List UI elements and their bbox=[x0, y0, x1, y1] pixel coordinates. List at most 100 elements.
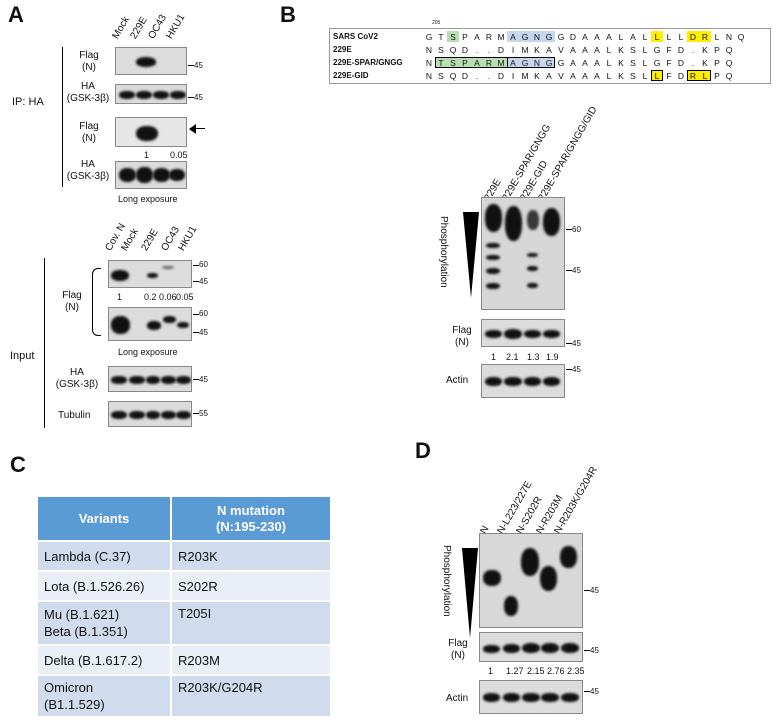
amino-acid: Q bbox=[725, 71, 733, 81]
table-row: Lota (B.1.526.26) S202R bbox=[38, 571, 332, 602]
highlight bbox=[507, 31, 555, 42]
blot-ip-flag bbox=[115, 47, 187, 75]
quant-value: 1 bbox=[144, 150, 150, 160]
blot-input-ha bbox=[108, 366, 192, 392]
amino-acid: A bbox=[546, 45, 552, 55]
amino-acid: L bbox=[642, 45, 648, 55]
row-label-ha: HA (GSK-3β) bbox=[66, 159, 110, 182]
mw-label: 45 bbox=[590, 586, 599, 595]
quant-value: 2.1 bbox=[506, 352, 519, 362]
amino-acid: K bbox=[702, 58, 708, 68]
amino-acid: P bbox=[714, 71, 720, 81]
amino-acid: R bbox=[485, 32, 493, 42]
seq-name: 229E-GID bbox=[333, 71, 369, 80]
band bbox=[177, 322, 189, 328]
amino-acid: L bbox=[678, 32, 684, 42]
mw-label: 45 bbox=[199, 328, 208, 337]
table-cell: R203K bbox=[171, 541, 332, 572]
amino-acid: T bbox=[438, 32, 444, 42]
amino-acid: L bbox=[606, 71, 612, 81]
amino-acid: Q bbox=[725, 58, 733, 68]
band bbox=[485, 204, 502, 232]
quant-value: 2.76 bbox=[547, 666, 565, 676]
input-bracket bbox=[44, 258, 45, 428]
amino-acid: N bbox=[425, 71, 433, 81]
quant-value: 0.06 bbox=[159, 292, 177, 302]
quant-value: 1 bbox=[488, 666, 494, 676]
amino-acid: G bbox=[557, 32, 565, 42]
amino-acid: L bbox=[714, 32, 720, 42]
amino-acid: S bbox=[630, 45, 636, 55]
amino-acid: G bbox=[521, 32, 529, 42]
table-cell: Delta (B.1.617.2) bbox=[38, 645, 172, 676]
blot-d-phospho bbox=[479, 533, 583, 628]
mw-label: 45 bbox=[194, 93, 203, 102]
amino-acid: D bbox=[677, 71, 685, 81]
amino-acid: S bbox=[450, 32, 456, 42]
mw-label: 45 bbox=[572, 266, 581, 275]
band bbox=[504, 596, 518, 616]
amino-acid: A bbox=[594, 58, 600, 68]
amino-acid: P bbox=[714, 45, 720, 55]
blot-input-tubulin bbox=[108, 401, 192, 427]
mw-label: 45 bbox=[194, 61, 203, 70]
row-label-flag: Flag (N) bbox=[79, 121, 99, 144]
highlight-box bbox=[507, 57, 555, 68]
row-label-flag: Flag (N) bbox=[452, 325, 472, 348]
row-label-flag: Flag (N) bbox=[62, 290, 82, 313]
mw-label: 45 bbox=[590, 687, 599, 696]
amino-acid: V bbox=[558, 71, 564, 81]
mw-tick bbox=[566, 343, 572, 344]
band bbox=[504, 377, 522, 386]
band bbox=[153, 168, 170, 182]
amino-acid: R bbox=[485, 58, 493, 68]
band bbox=[486, 283, 500, 289]
blot-b-flag bbox=[481, 319, 565, 347]
amino-acid: . bbox=[487, 45, 491, 55]
mw-label: 45 bbox=[590, 646, 599, 655]
mw-tick bbox=[584, 590, 590, 591]
mw-tick bbox=[193, 265, 199, 266]
seq-name: 229E bbox=[333, 45, 352, 54]
band bbox=[129, 376, 145, 384]
quant-value: 2.15 bbox=[527, 666, 545, 676]
amino-acid: L bbox=[642, 32, 648, 42]
band bbox=[163, 316, 176, 323]
row-label-tubulin: Tubulin bbox=[58, 410, 91, 421]
highlight-box bbox=[651, 70, 663, 81]
amino-acid: A bbox=[570, 58, 576, 68]
amino-acid: V bbox=[558, 45, 564, 55]
band bbox=[119, 168, 136, 182]
band bbox=[486, 243, 500, 248]
band bbox=[486, 268, 500, 274]
band bbox=[136, 167, 153, 183]
band bbox=[560, 546, 577, 568]
amino-acid: F bbox=[666, 71, 672, 81]
variants-table: Variants N mutation (N:195-230) Lambda (… bbox=[38, 497, 332, 718]
amino-acid: L bbox=[654, 71, 660, 81]
input-label: Input bbox=[10, 350, 35, 362]
blot-b-phospho bbox=[481, 197, 565, 310]
amino-acid: L bbox=[642, 58, 648, 68]
ip-label: IP: HA bbox=[12, 96, 44, 108]
amino-acid: K bbox=[534, 45, 540, 55]
band bbox=[161, 411, 176, 419]
amino-acid: D bbox=[677, 45, 685, 55]
band bbox=[146, 411, 160, 419]
amino-acid: L bbox=[606, 45, 612, 55]
band bbox=[170, 91, 186, 99]
amino-acid: S bbox=[630, 58, 636, 68]
amino-acid: G bbox=[545, 32, 553, 42]
band bbox=[485, 330, 502, 338]
band bbox=[486, 255, 500, 260]
band bbox=[503, 644, 520, 653]
amino-acid: F bbox=[666, 45, 672, 55]
table-cell: R203M bbox=[171, 645, 332, 676]
mw-tick bbox=[584, 650, 590, 651]
blot-ip-ha bbox=[115, 84, 187, 104]
mw-tick bbox=[566, 270, 572, 271]
long-exposure-label: Long exposure bbox=[118, 347, 178, 357]
row-label-actin: Actin bbox=[446, 693, 469, 704]
phospho-gradient-icon bbox=[462, 548, 478, 638]
amino-acid: K bbox=[618, 45, 624, 55]
